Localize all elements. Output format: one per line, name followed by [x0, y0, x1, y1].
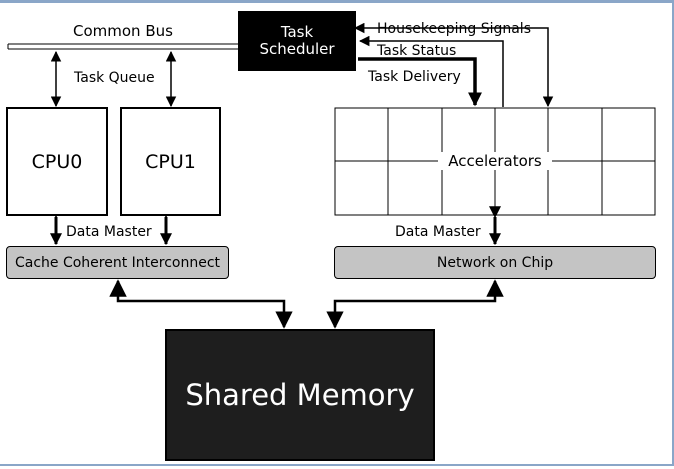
task-delivery-arrow	[358, 57, 482, 107]
shared-memory-label: Shared Memory	[185, 378, 415, 412]
data-master-left-label: Data Master	[66, 224, 152, 240]
accelerators-label: Accelerators	[438, 152, 552, 170]
task-scheduler-line1: Task	[280, 22, 314, 41]
network-on-chip-box: Network on Chip	[334, 246, 656, 279]
cpu1-label: CPU1	[145, 150, 196, 173]
task-status-label: Task Status	[377, 43, 457, 59]
diagram-connectors	[7, 22, 656, 329]
cpu0-label: CPU0	[31, 150, 83, 173]
cache-coherent-interconnect-box: Cache Coherent Interconnect	[6, 246, 229, 279]
shared-memory-box: Shared Memory	[165, 329, 435, 461]
data-master-right-label: Data Master	[395, 224, 481, 240]
housekeeping-signals-label: Housekeeping Signals	[377, 21, 531, 37]
task-status-arrow	[358, 35, 504, 107]
noc-label: Network on Chip	[436, 254, 554, 271]
task-scheduler-box: Task Scheduler	[238, 11, 356, 71]
task-delivery-label: Task Delivery	[368, 69, 461, 85]
common-bus	[7, 43, 240, 50]
task-scheduler-line2: Scheduler	[259, 40, 335, 58]
cpu0-box: CPU0	[6, 107, 108, 216]
common-bus-label: Common Bus	[73, 22, 173, 40]
noc-memory-arrow	[326, 279, 504, 329]
task-queue-label: Task Queue	[74, 70, 155, 86]
cci-label: Cache Coherent Interconnect	[14, 254, 221, 271]
cci-memory-arrow	[109, 279, 293, 329]
accelerators-label-wrap: Accelerators	[335, 151, 655, 171]
housekeeping-signals-arrow	[353, 22, 554, 108]
cpu1-box: CPU1	[120, 107, 221, 216]
